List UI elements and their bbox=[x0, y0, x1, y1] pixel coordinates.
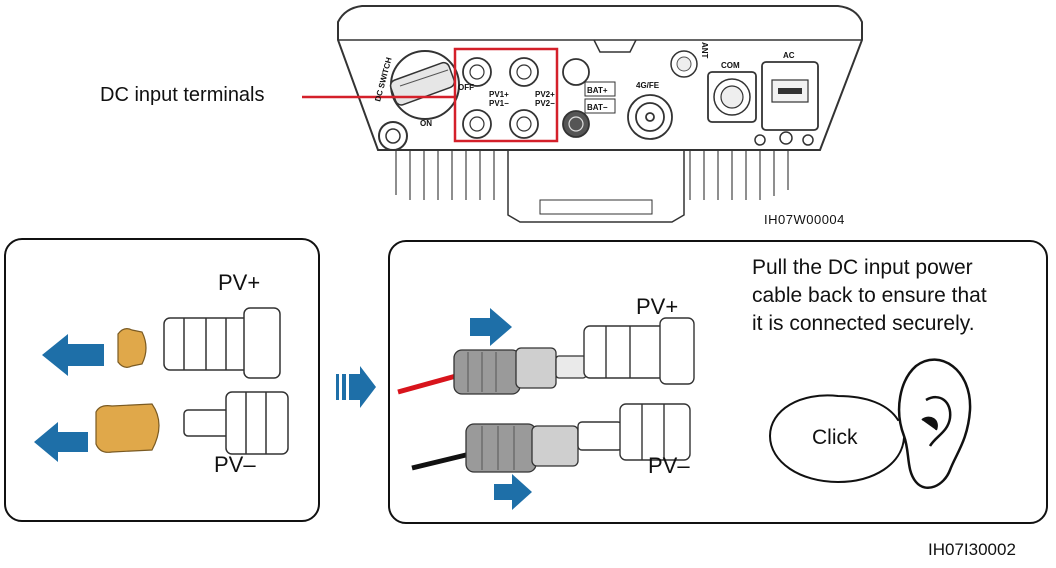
ac-port bbox=[761, 61, 819, 131]
figure-code: IH07I30002 bbox=[928, 540, 1016, 559]
pv-minus-socket bbox=[619, 403, 691, 461]
battery-terminals bbox=[562, 58, 616, 138]
red-cable bbox=[397, 373, 457, 395]
dc-switch bbox=[389, 50, 460, 120]
mounting-bracket bbox=[507, 150, 685, 223]
pv-terminals bbox=[462, 57, 539, 139]
com-port bbox=[707, 71, 757, 123]
left-arrow-icon bbox=[42, 334, 104, 376]
label-pv1-minus: PV1− bbox=[489, 99, 509, 108]
label-bat-plus: BAT+ bbox=[587, 86, 608, 95]
left-arrow-icon bbox=[34, 422, 88, 462]
label-pv2-minus: PV2− bbox=[535, 99, 555, 108]
right-pv-plus-label: PV+ bbox=[636, 294, 679, 319]
label-off: OFF bbox=[458, 83, 474, 92]
dc-input-terminals-label: DC input terminals bbox=[100, 84, 265, 106]
label-pv1-plus: PV1+ bbox=[489, 90, 509, 99]
pv-minus-connector bbox=[225, 391, 289, 455]
vent-valve bbox=[378, 121, 408, 151]
step-arrow-icon bbox=[336, 366, 376, 408]
push-arrow-icon bbox=[494, 474, 532, 510]
instruction-text: Pull the DC input power cable back to en… bbox=[752, 254, 1042, 338]
bubble-click-text: Click bbox=[812, 426, 858, 449]
right-panel bbox=[388, 240, 1048, 524]
protective-cap-small bbox=[117, 328, 147, 368]
instruction-line: Pull the DC input power bbox=[752, 256, 973, 279]
instruction-line: cable back to ensure that bbox=[752, 284, 987, 307]
left-panel bbox=[4, 238, 320, 522]
4g-fe-port bbox=[627, 94, 673, 140]
label-ant: ANT bbox=[700, 42, 709, 59]
speech-bubble bbox=[768, 394, 929, 484]
inverter-figure-code: IH07W00004 bbox=[764, 212, 845, 227]
right-panel-graphics bbox=[397, 308, 972, 510]
black-cable bbox=[411, 451, 471, 471]
label-pv2-plus: PV2+ bbox=[535, 90, 555, 99]
antenna-port bbox=[670, 50, 698, 78]
left-pv-plus-label: PV+ bbox=[218, 270, 261, 295]
heat-sink-fins bbox=[395, 150, 789, 200]
left-pv-minus-label: PV– bbox=[214, 452, 256, 477]
label-4g-fe: 4G/FE bbox=[636, 81, 660, 90]
label-on: ON bbox=[420, 119, 432, 128]
label-bat-minus: BAT− bbox=[587, 103, 608, 112]
label-ac: AC bbox=[783, 51, 795, 60]
push-arrow-icon bbox=[470, 308, 512, 346]
left-panel-graphics bbox=[34, 307, 289, 462]
protective-cap-large bbox=[95, 403, 160, 453]
instruction-line: it is connected securely. bbox=[752, 312, 975, 335]
label-com: COM bbox=[721, 61, 740, 70]
dc-input-highlight bbox=[453, 47, 559, 143]
right-pv-minus-label: PV– bbox=[648, 453, 690, 478]
